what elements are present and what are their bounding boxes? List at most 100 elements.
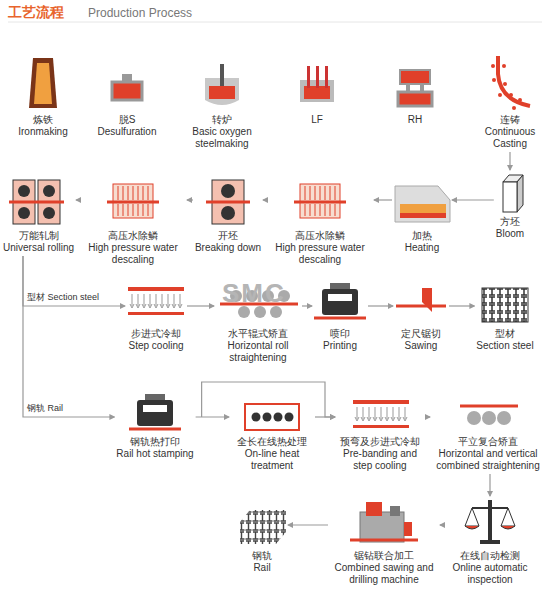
step-label-zh: 高压水除鳞 xyxy=(268,230,372,242)
step-label-zh: 加热 xyxy=(394,230,450,242)
flow-arrow xyxy=(368,305,393,306)
icon-space xyxy=(395,68,435,114)
icon-space xyxy=(463,498,517,550)
icon-space xyxy=(351,400,409,436)
step-label: Pre-banding and step cooling xyxy=(337,448,423,472)
flow-arrow xyxy=(187,305,214,306)
step-label: Breaking down xyxy=(195,242,261,254)
flow-arrow xyxy=(302,305,312,306)
icon-space xyxy=(105,182,161,230)
flow-arrow xyxy=(76,199,79,200)
step-label-zh: 方坯 xyxy=(496,216,524,228)
step-label-zh: 定尺锯切 xyxy=(395,328,447,340)
step-label-zh: 平立复合矫直 xyxy=(432,436,544,448)
step-label-zh: 连铸 xyxy=(479,114,541,126)
step-label: LF xyxy=(299,114,335,126)
step-label: Horizontal roll straightening xyxy=(216,340,300,364)
branch-label: 钢轨 Rail xyxy=(26,403,64,414)
process-step: 锯钻联合加工Combined sawing and drilling machi… xyxy=(330,500,438,586)
step-label-zh: 高压水除鳞 xyxy=(81,230,185,242)
step-label: RH xyxy=(395,114,435,126)
icon-space xyxy=(299,64,335,114)
step-label-zh: 喷印 xyxy=(314,328,366,340)
flow-arrow xyxy=(489,474,490,496)
process-step: 水平辊式矫直Horizontal roll straightening xyxy=(216,288,300,364)
step-label: Ironmaking xyxy=(18,126,67,138)
flow-arrow xyxy=(425,416,430,417)
icon-space xyxy=(204,62,240,114)
process-step: 喷印Printing xyxy=(314,283,366,352)
step-label: Sawing xyxy=(395,340,447,352)
icon-space xyxy=(395,286,447,328)
subtitle: Production Process xyxy=(88,6,192,20)
flow-arrow xyxy=(449,305,474,306)
process-step: 定尺锯切Sawing xyxy=(395,286,447,352)
flow-arrow xyxy=(202,382,335,417)
icon-space xyxy=(314,283,366,328)
flow-arrow xyxy=(263,199,266,200)
process-step: 钢轨热打印Rail hot stamping xyxy=(116,394,193,460)
icon-space xyxy=(457,400,519,436)
process-step: 连铸Continuous Casting xyxy=(479,54,541,150)
icon-space xyxy=(216,288,300,328)
process-step: 步进式冷却Step cooling xyxy=(127,283,185,352)
process-step: 型材Section steel xyxy=(476,286,533,352)
process-step: 全长在线热处理On-line heat treatment xyxy=(231,402,313,472)
step-label: Bloom xyxy=(496,228,524,240)
step-label: High pressure water descaling xyxy=(268,242,372,266)
icon-space xyxy=(490,54,530,114)
step-label: Rail hot stamping xyxy=(116,448,193,460)
step-label: Universal rolling xyxy=(3,242,74,254)
process-step: 在线自动检测Online automatic inspection xyxy=(446,498,534,586)
process-step: 高压水除鳞High pressure water descaling xyxy=(268,182,372,266)
process-step: LF xyxy=(299,64,335,126)
step-label-zh: 钢轨热打印 xyxy=(116,436,193,448)
flow-arrow xyxy=(23,256,114,417)
diagram-title: 工艺流程 xyxy=(8,4,64,22)
flow-arrow xyxy=(196,416,229,417)
step-label: Section steel xyxy=(476,340,533,352)
branch-label: 型材 Section steel xyxy=(26,292,100,303)
step-label-zh: 步进式冷却 xyxy=(127,328,185,340)
icon-space xyxy=(481,286,529,328)
process-step: 高压水除鳞High pressure water descaling xyxy=(81,182,185,266)
icon-space xyxy=(244,402,300,436)
process-step: 平立复合矫直Horizontal and vertical combined s… xyxy=(432,400,544,472)
process-step: 开坯Breaking down xyxy=(195,178,261,254)
icon-space xyxy=(292,182,348,230)
step-label: Continuous Casting xyxy=(479,126,541,150)
step-label: Rail xyxy=(238,562,286,574)
step-label: High pressure water descaling xyxy=(81,242,185,266)
step-label-zh: 转炉 xyxy=(182,114,262,126)
icon-space xyxy=(499,172,521,216)
flow-arrow xyxy=(440,524,444,525)
step-label-zh: 型材 xyxy=(476,328,533,340)
icon-space xyxy=(127,283,185,328)
flow-arrow xyxy=(374,199,392,200)
process-step: 万能轧制Universal rolling xyxy=(3,178,74,254)
icon-space xyxy=(11,178,67,230)
process-step: RH xyxy=(395,68,435,126)
watermark: SMC xyxy=(222,278,286,309)
step-label-zh: 炼铁 xyxy=(18,114,67,126)
process-step: 加热Heating xyxy=(394,182,450,254)
flow-arrow xyxy=(187,199,193,200)
step-label-zh: 万能轧制 xyxy=(3,230,74,242)
process-step: 方坯Bloom xyxy=(496,172,524,240)
step-label-zh: 脱S xyxy=(98,114,157,126)
process-step: 预弯及步进式冷却Pre-banding and step cooling xyxy=(337,400,423,472)
step-label: Printing xyxy=(314,340,366,352)
flow-arrow xyxy=(288,524,328,525)
icon-space xyxy=(28,56,58,114)
step-label: Desulfuration xyxy=(98,126,157,138)
step-label-zh: 锯钻联合加工 xyxy=(330,550,438,562)
step-label: Basic oxygen steelmaking xyxy=(182,126,262,150)
step-label-zh: 钢轨 xyxy=(238,550,286,562)
flow-arrow xyxy=(452,199,494,200)
step-label-zh: 在线自动检测 xyxy=(446,550,534,562)
step-label-zh: 水平辊式矫直 xyxy=(216,328,300,340)
step-label-zh: 开坯 xyxy=(195,230,261,242)
icon-space xyxy=(349,500,419,550)
process-step: 转炉Basic oxygen steelmaking xyxy=(182,62,262,150)
